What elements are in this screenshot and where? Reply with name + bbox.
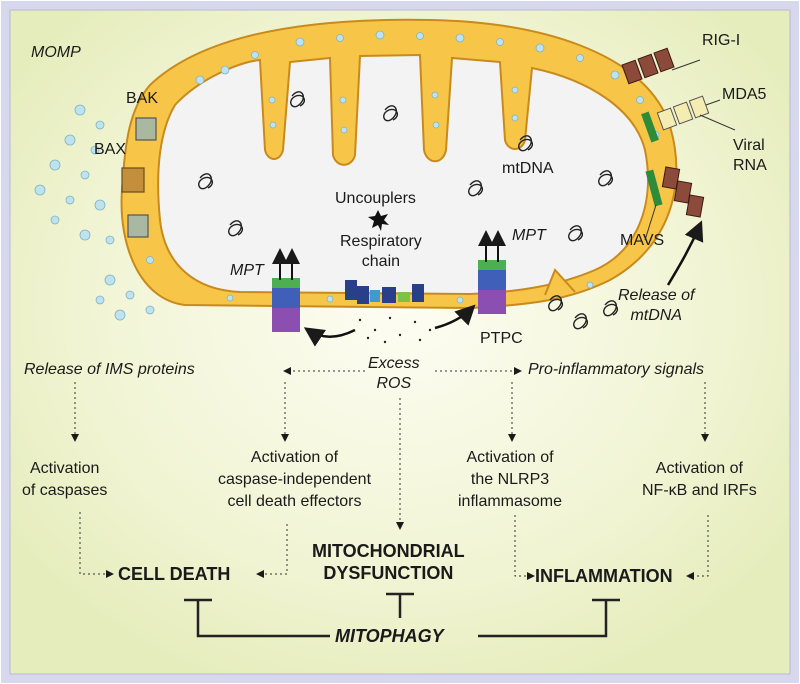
mitochondrial-dysfunction-label: MITOCHONDRIAL DYSFUNCTION	[312, 541, 465, 583]
bak-label: BAK	[126, 90, 159, 107]
rig-i-receptor	[621, 47, 675, 85]
ros-particles	[358, 316, 432, 344]
matrix	[157, 53, 649, 296]
pro-inflammatory-label: Pro-inflammatory signals	[528, 361, 705, 378]
mitophagy-label: MITOPHAGY	[335, 626, 444, 646]
released-mtdna	[548, 295, 619, 330]
viral-rna-pointer	[699, 114, 736, 131]
caspases-to-death-arrow	[79, 512, 114, 578]
activation-independent-label: Activation of caspase-independent cell d…	[218, 449, 372, 510]
mpt-right-label: MPT	[512, 227, 546, 244]
ptpc-left	[272, 248, 300, 332]
mtdna-label: mtDNA	[502, 160, 554, 177]
bax-pore	[121, 167, 145, 193]
activation-nlrp3-label: Activation of the NLRP3 inflammasome	[458, 449, 563, 510]
mda5-label: MDA5	[722, 86, 767, 103]
nlrp3-to-inflammation-arrow	[514, 515, 535, 580]
excess-ros-label: Excess ROS	[368, 355, 420, 392]
release-mtdna-arrow	[666, 220, 704, 286]
ptpc-right	[478, 230, 506, 314]
rig-i-pointer	[671, 59, 701, 71]
independent-to-death-arrow	[256, 524, 288, 578]
rig-i-label: RIG-I	[702, 32, 741, 49]
bax-label: BAX	[94, 141, 127, 158]
activation-caspases-label: Activation of caspases	[22, 460, 108, 499]
cell-death-label: CELL DEATH	[118, 564, 231, 584]
mavs-complex	[645, 166, 705, 218]
mitochondrion	[120, 18, 678, 310]
ros-to-ptpc-right-arrow	[434, 304, 476, 330]
mtdna-molecules	[198, 91, 614, 242]
mda5-receptor	[641, 95, 710, 143]
uncoupler-star	[368, 210, 389, 231]
viral-rna-label: Viral RNA	[733, 137, 767, 174]
nfkb-to-inflammation-arrow	[686, 515, 709, 580]
mavs-pointer	[644, 204, 657, 241]
mpt-left-label: MPT	[230, 262, 264, 279]
inflammation-label: INFLAMMATION	[535, 566, 673, 586]
respiratory-chain-complexes	[345, 280, 424, 304]
ros-to-ptpc-left-arrow	[303, 327, 356, 347]
mda5-pointer	[705, 99, 721, 106]
release-mtdna-label: Release of mtDNA	[618, 287, 695, 324]
release-ims-label: Release of IMS proteins	[24, 361, 195, 378]
membrane-fold	[544, 268, 576, 296]
momp-label: MOMP	[31, 44, 81, 61]
bak-pore	[135, 117, 157, 141]
released-ims-proteins	[34, 104, 155, 321]
mitophagy-inhibition-lines	[184, 592, 620, 638]
ptpc-label: PTPC	[480, 330, 523, 347]
third-pore	[127, 214, 149, 238]
uncouplers-label: Uncouplers	[335, 190, 416, 207]
mavs-label: MAVS	[620, 232, 665, 249]
respiratory-chain-label: Respiratory chain	[340, 233, 422, 270]
activation-nfkb-label: Activation of NF-κB and IRFs	[642, 460, 757, 499]
